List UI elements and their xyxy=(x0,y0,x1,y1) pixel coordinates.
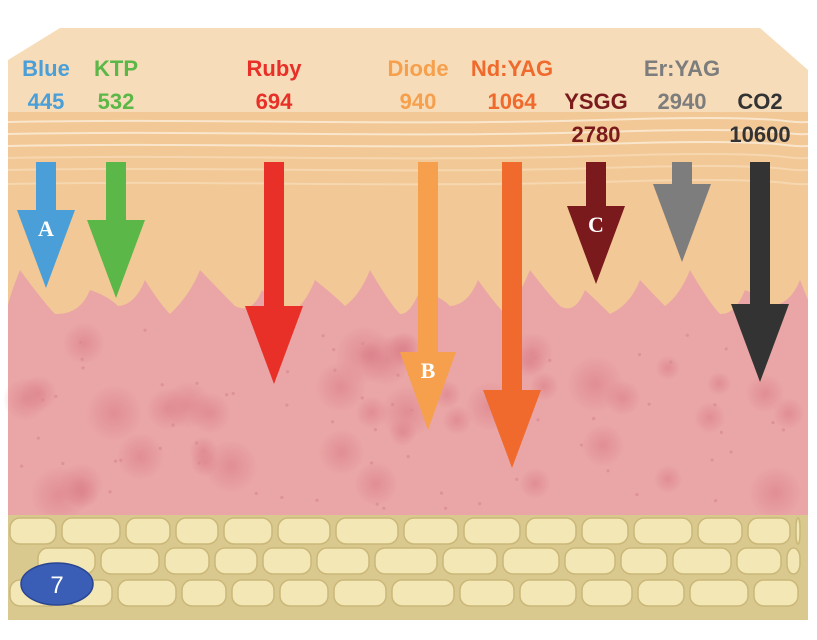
laser-name-ysgg: YSGG xyxy=(564,89,628,114)
laser-name-ruby: Ruby xyxy=(247,56,303,81)
laser-wavelength-ktp: 532 xyxy=(98,89,135,114)
laser-labels: Blue 445 KTP 532 Ruby 694 Diode 940 Nd:YAG 1064 YS… xyxy=(22,56,790,147)
arrow-shaft-co2 xyxy=(750,162,770,306)
laser-wavelength-ruby: 694 xyxy=(256,89,293,114)
slide-number-badge: 7 xyxy=(20,562,94,606)
laser-wavelength-ndyag: 1064 xyxy=(488,89,538,114)
arrow-head-eryag xyxy=(653,184,711,262)
arrow-head-ndyag xyxy=(483,390,541,468)
arrow-shaft-ysgg xyxy=(586,162,606,208)
arrow-shaft-ndyag xyxy=(502,162,522,392)
arrow-head-diode xyxy=(400,352,456,430)
laser-name-blue: Blue xyxy=(22,56,70,81)
marker-blue: A xyxy=(38,216,54,241)
arrow-diode: B xyxy=(400,162,456,430)
laser-name-diode: Diode xyxy=(387,56,448,81)
arrow-co2 xyxy=(731,162,789,382)
arrow-shaft-ruby xyxy=(264,162,284,308)
arrow-head-ysgg xyxy=(567,206,625,284)
laser-wavelength-co2: 10600 xyxy=(729,122,790,147)
laser-name-co2: CO2 xyxy=(737,89,782,114)
laser-name-ndyag: Nd:YAG xyxy=(471,56,553,81)
arrow-shaft-ktp xyxy=(106,162,126,222)
arrow-head-ruby xyxy=(245,306,303,384)
slide-number: 7 xyxy=(50,572,63,599)
fat-cells xyxy=(9,517,801,607)
laser-wavelength-ysgg: 2780 xyxy=(572,122,621,147)
arrow-ysgg: C xyxy=(567,162,625,284)
arrow-ktp xyxy=(87,162,145,298)
arrow-head-blue xyxy=(17,210,75,288)
laser-name-eryag: Er:YAG xyxy=(644,56,720,81)
laser-wavelength-diode: 940 xyxy=(400,89,437,114)
skin-surface-layer xyxy=(8,28,808,118)
marker-ysgg: C xyxy=(588,212,604,237)
arrow-blue: A xyxy=(17,162,75,288)
arrow-shaft-eryag xyxy=(672,162,692,186)
laser-arrows: A B C xyxy=(17,162,789,468)
arrow-ruby xyxy=(245,162,303,384)
arrow-head-ktp xyxy=(87,220,145,298)
laser-wavelength-eryag: 2940 xyxy=(658,89,707,114)
dermis-texture xyxy=(2,321,805,525)
arrow-ndyag xyxy=(483,162,541,468)
arrow-head-co2 xyxy=(731,304,789,382)
marker-diode: B xyxy=(421,358,436,383)
arrow-shaft-blue xyxy=(36,162,56,212)
laser-wavelength-blue: 445 xyxy=(28,89,65,114)
arrow-eryag xyxy=(653,162,711,262)
laser-name-ktp: KTP xyxy=(94,56,138,81)
arrow-shaft-diode xyxy=(418,162,438,354)
